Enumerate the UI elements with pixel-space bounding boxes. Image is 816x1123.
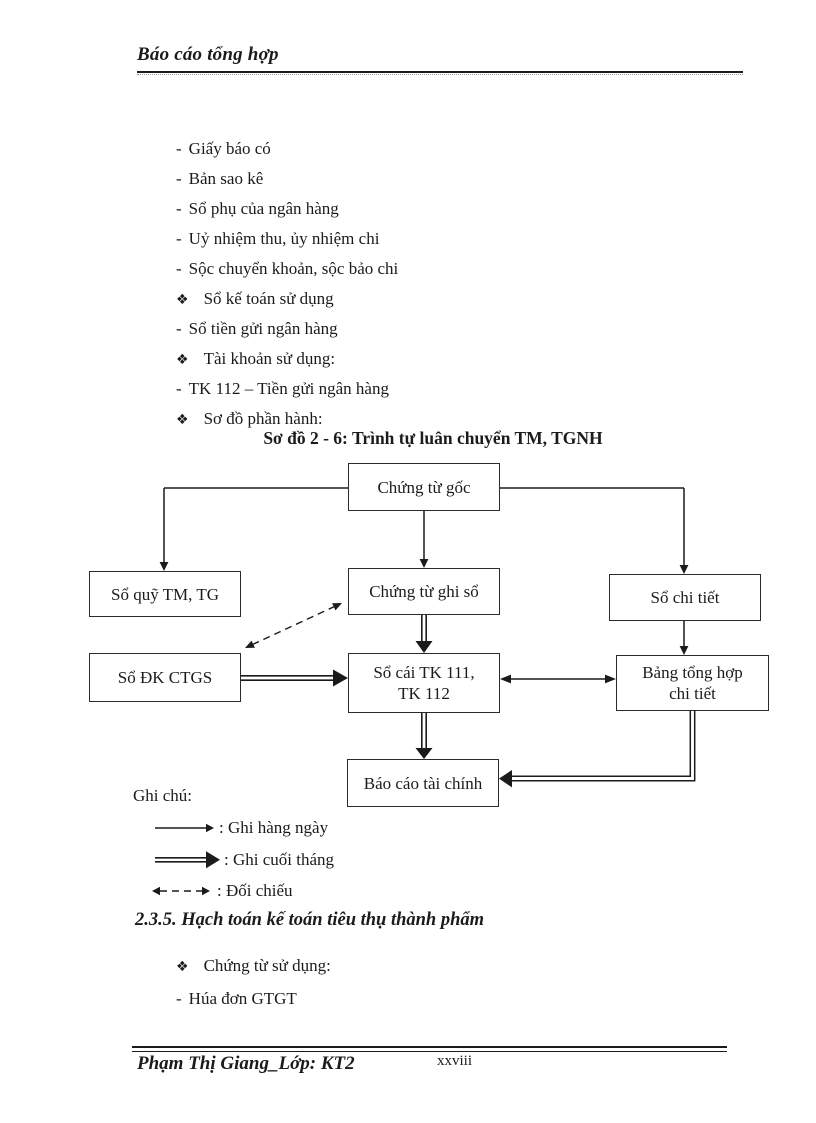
list-item: ❖ Sổ kế toán sử dụng: [176, 284, 334, 314]
legend-entry-monthly: : Ghi cuối tháng: [224, 850, 335, 869]
header-rule: [137, 71, 743, 73]
list-item: ❖ Tài khoản sử dụng:: [176, 344, 335, 374]
list-text: Sổ tiền gửi ngân hàng: [188, 319, 338, 338]
footer-rule: [132, 1046, 727, 1052]
diagram-box-chung-tu-ghi-so: Chứng từ ghi sổ: [348, 568, 500, 615]
list-item: -TK 112 – Tiền gửi ngân hàng: [176, 374, 389, 404]
list-item: ❖ Sơ đồ phần hành:: [176, 404, 323, 434]
page-header-title: Báo cáo tổng hợp: [137, 44, 279, 65]
list-item: ❖ Chứng từ sử dụng:: [176, 951, 331, 981]
footer-author: Phạm Thị Giang_Lớp: KT2: [137, 1053, 355, 1074]
legend-entry-reconcile: : Đối chiếu: [217, 881, 293, 900]
double-arrow-socai-to-baocao: [415, 713, 433, 759]
diamond-bullet-icon: ❖: [176, 352, 189, 368]
list-text: Bản sao kê: [188, 169, 264, 188]
list-item: -Sổ tiền gửi ngân hàng: [176, 314, 338, 344]
list-marker: -: [176, 319, 182, 338]
list-marker: -: [176, 379, 182, 398]
list-item: -Sộc chuyển khoản, sộc bảo chi: [176, 254, 398, 284]
list-item: -Uỷ nhiệm thu, ủy nhiệm chi: [176, 224, 379, 254]
arrow-chitiet-to-tonghop: [679, 621, 689, 655]
list-text: Sơ đồ phần hành:: [203, 409, 323, 428]
list-item: -Sổ phụ của ngân hàng: [176, 194, 339, 224]
diagram-box-so-cai: Sổ cái TK 111, TK 112: [348, 653, 500, 713]
list-text: Uỷ nhiệm thu, ủy nhiệm chi: [188, 229, 380, 248]
double-arrow-tonghop-to-baocao: [499, 711, 696, 788]
list-text: Chứng từ sử dụng:: [203, 956, 331, 975]
list-marker: -: [176, 169, 182, 188]
list-text: Sổ kế toán sử dụng: [203, 289, 334, 308]
legend-entry-daily: : Ghi hàng ngày: [219, 818, 329, 837]
diamond-bullet-icon: ❖: [176, 412, 189, 428]
twoway-arrow-socai-tonghop: [500, 674, 616, 684]
diagram-box-bang-tong-hop: Bảng tổng hợp chi tiết: [616, 655, 769, 711]
list-text: Sộc chuyển khoản, sộc bảo chi: [188, 259, 399, 278]
list-marker: -: [176, 259, 182, 278]
list-text: Giấy báo có: [188, 139, 271, 158]
list-text: TK 112 – Tiền gửi ngân hàng: [188, 379, 389, 398]
list-text: Húa đơn GTGT: [188, 989, 297, 1008]
diagram-box-so-chi-tiet: Sổ chi tiết: [609, 574, 761, 621]
diamond-bullet-icon: ❖: [176, 292, 189, 308]
legend-title: Ghi chú:: [133, 786, 193, 805]
footer-page-number: xxviii: [437, 1053, 473, 1069]
list-text: Tài khoản sử dụng:: [203, 349, 336, 368]
legend-double-arrow: [155, 851, 220, 869]
list-item: -Húa đơn GTGT: [176, 984, 297, 1014]
section-heading: 2.3.5. Hạch toán kế toán tiêu thụ thành …: [135, 910, 485, 930]
dashed-arrow-ctgs-ghiso: [245, 603, 342, 648]
list-item: -Giấy báo có: [176, 134, 271, 164]
list-text: Sổ phụ của ngân hàng: [188, 199, 339, 218]
list-marker: -: [176, 199, 182, 218]
list-marker: -: [176, 989, 182, 1008]
list-item: -Bản sao kê: [176, 164, 263, 194]
diagram-box-so-quy-tm-tg: Sổ quỹ TM, TG: [89, 571, 241, 617]
diagram-box-chung-tu-goc: Chứng từ gốc: [348, 463, 500, 511]
legend-dashed-arrow: [152, 886, 210, 896]
diagram-box-so-dk-ctgs: Sổ ĐK CTGS: [89, 653, 241, 702]
double-arrow-ghiso-to-socai: [415, 615, 433, 653]
double-arrow-ctgs-to-socai: [241, 669, 348, 687]
list-marker: -: [176, 139, 182, 158]
header-rule-dotted: [137, 74, 743, 75]
diamond-bullet-icon: ❖: [176, 959, 189, 975]
list-marker: -: [176, 229, 182, 248]
diagram-title: Sơ đồ 2 - 6: Trình tự luân chuyển TM, TG…: [263, 428, 603, 448]
legend-single-arrow: [155, 823, 214, 833]
diagram-box-bao-cao-tai-chinh: Báo cáo tài chính: [347, 759, 499, 807]
